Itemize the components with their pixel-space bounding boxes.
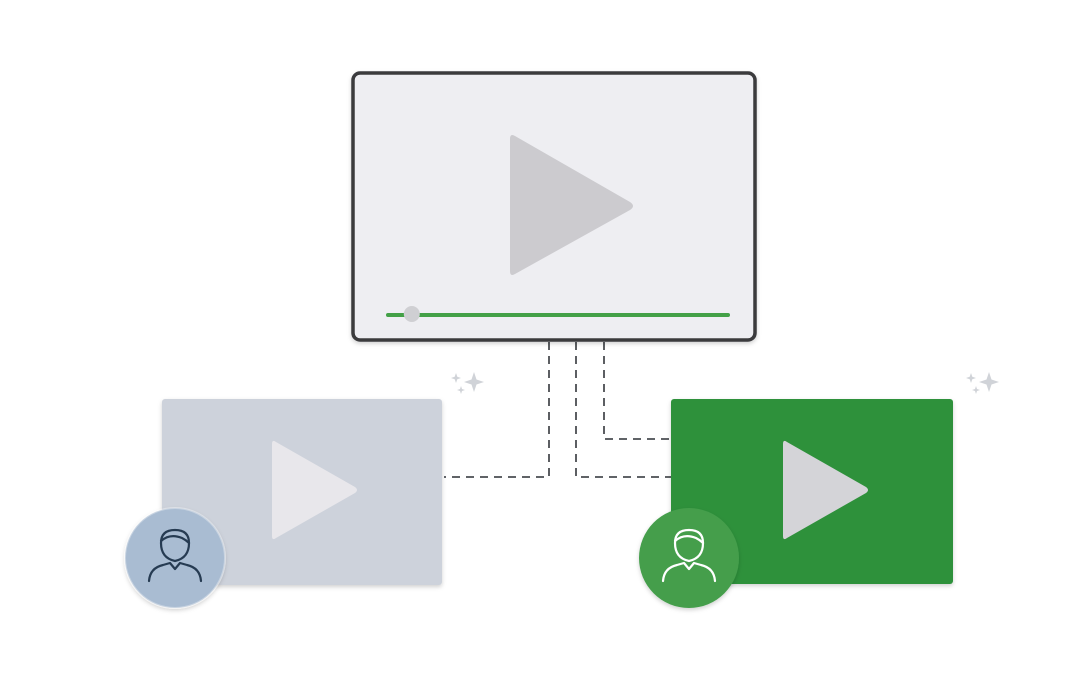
avatar-circle: [124, 507, 226, 609]
sparkle-icon: [966, 372, 999, 394]
user-icon: [661, 528, 717, 583]
connector-to-right-card-upper: [603, 342, 672, 440]
right-user-avatar[interactable]: [639, 508, 739, 608]
connector-group: [444, 342, 672, 478]
left-video-card: [162, 399, 442, 585]
connector-to-left-card: [444, 342, 550, 478]
sparkle-icon: [451, 372, 484, 394]
play-icon: [783, 440, 868, 540]
play-icon: [272, 440, 357, 540]
left-user-avatar[interactable]: [124, 507, 226, 609]
connector-to-right-card-lower: [575, 342, 672, 478]
user-icon: [147, 528, 203, 583]
play-icon: [510, 135, 633, 275]
main-video-player: [351, 71, 757, 342]
avatar-circle: [639, 508, 739, 608]
right-video-card: [671, 399, 953, 584]
progress-knob[interactable]: [403, 306, 420, 322]
